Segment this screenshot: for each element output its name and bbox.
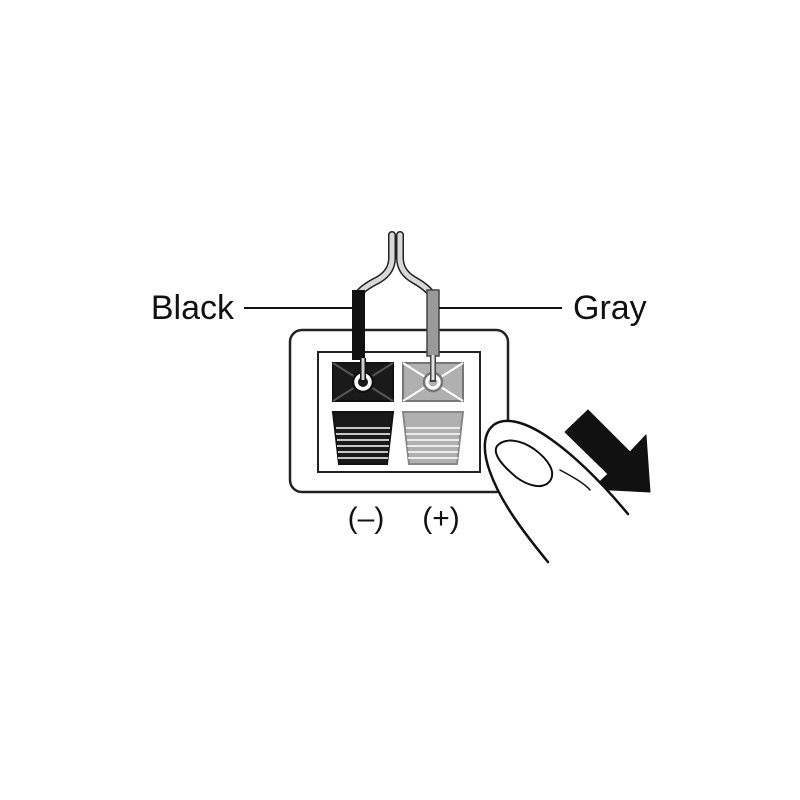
negative-polarity-label: (–) — [348, 502, 385, 535]
black-wire — [352, 290, 366, 382]
hand-finger-icon — [483, 419, 630, 564]
speaker-cable — [354, 231, 436, 299]
gray-wire-label: Gray — [573, 289, 647, 327]
gray-wire — [426, 289, 440, 382]
positive-polarity-label: (+) — [422, 502, 460, 535]
positive-terminal — [401, 362, 465, 465]
black-wire-label: Black — [151, 289, 235, 327]
press-down-arrow-icon — [564, 409, 651, 493]
